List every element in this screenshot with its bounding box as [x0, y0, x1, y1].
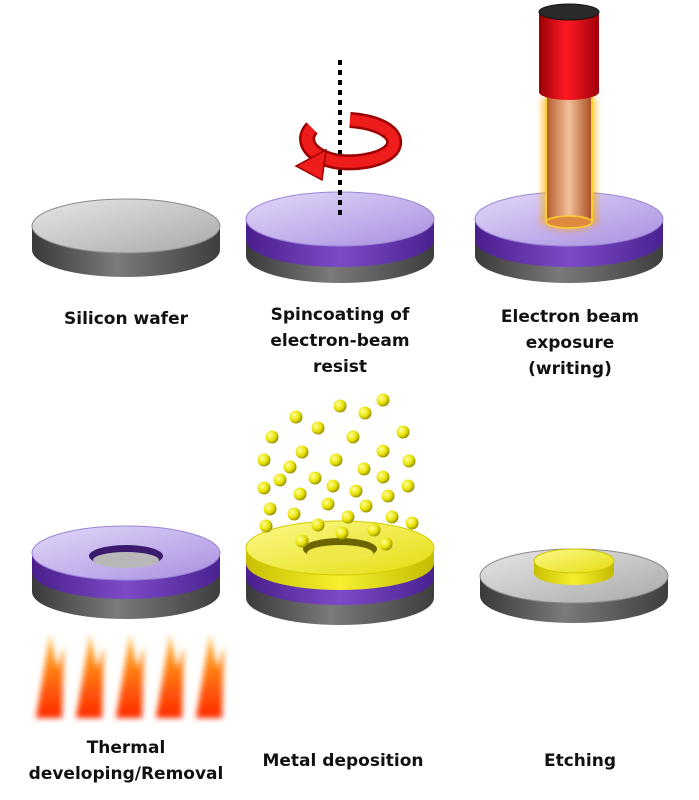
caption-line: Etching [543, 751, 617, 771]
metal-particle [283, 460, 297, 474]
metal-particle [308, 471, 322, 485]
caption-line: (writing) [528, 359, 612, 379]
metal-particle [273, 473, 287, 487]
caption-spincoating: Spincoating of electron-beam resist [235, 302, 445, 380]
caption-metal-deposition: Metal deposition [238, 748, 448, 774]
metal-particle [402, 454, 416, 468]
metal-particle [346, 430, 360, 444]
metal-pattern-island [533, 548, 615, 585]
spincoated-wafer-disk [245, 191, 435, 283]
electron-beam-column [538, 3, 600, 229]
metal-particle [405, 516, 419, 530]
metal-particle [329, 453, 343, 467]
metal-particle [333, 399, 347, 413]
caption-line: Silicon wafer [64, 309, 188, 329]
metal-particle [376, 444, 390, 458]
metal-particle [367, 523, 381, 537]
metal-particle [376, 393, 390, 407]
caption-electron-beam-exposure: Electron beam exposure (writing) [465, 304, 675, 382]
metal-particle [401, 479, 415, 493]
metal-particle [289, 410, 303, 424]
metal-particle [257, 481, 271, 495]
metal-particle [326, 479, 340, 493]
metal-particle [396, 425, 410, 439]
metal-particle [259, 519, 273, 533]
caption-silicon-wafer: Silicon wafer [21, 306, 231, 332]
metal-particle [335, 526, 349, 540]
spin-arrow-icon [294, 112, 402, 182]
caption-line: Electron beam [500, 307, 640, 327]
metal-particle [381, 489, 395, 503]
metal-particle [341, 510, 355, 524]
caption-line: Thermal [86, 738, 166, 758]
metal-particle [287, 507, 301, 521]
metal-deposited-wafer-disk [245, 520, 435, 625]
metal-particle [263, 502, 277, 516]
developed-wafer-disk [31, 525, 221, 619]
metal-particle [385, 510, 399, 524]
caption-line: resist [312, 357, 368, 377]
metal-particle [257, 453, 271, 467]
metal-particle [358, 406, 372, 420]
caption-line: Spincoating of [270, 305, 410, 325]
caption-etching: Etching [475, 748, 685, 774]
silicon-wafer-disk [31, 198, 221, 277]
caption-line: exposure [525, 333, 615, 353]
metal-particle [311, 518, 325, 532]
metal-particle [295, 445, 309, 459]
metal-particles [257, 393, 419, 551]
metal-particle [359, 499, 373, 513]
caption-thermal-developing: Thermal developing/Removal [21, 735, 231, 787]
metal-particle [357, 462, 371, 476]
metal-particle [349, 484, 363, 498]
caption-line: developing/Removal [28, 764, 224, 784]
heat-flames-icon [36, 634, 224, 718]
metal-particle [265, 430, 279, 444]
metal-particle [379, 537, 393, 551]
metal-particle [376, 470, 390, 484]
caption-line: Metal deposition [262, 751, 424, 771]
metal-particle [321, 497, 335, 511]
metal-particle [293, 487, 307, 501]
caption-line: electron-beam [270, 331, 410, 351]
metal-particle [295, 534, 309, 548]
metal-particle [311, 421, 325, 435]
